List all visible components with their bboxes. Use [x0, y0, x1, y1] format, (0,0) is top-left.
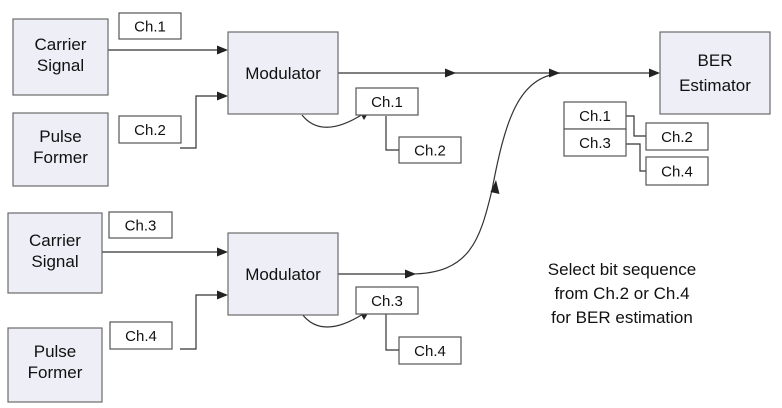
- note-line3: for BER estimation: [551, 308, 693, 327]
- arrow-into-modulator-bottom-b: [217, 290, 228, 300]
- ch2-tag-ber: Ch.2: [645, 122, 709, 151]
- wire-pulse-bottom-to-modulator-bottom: [180, 294, 218, 350]
- ch1-tag-top-left: Ch.1: [118, 12, 182, 40]
- wires: [102, 49, 652, 351]
- ch4-tag-ber: Ch.4: [645, 156, 709, 186]
- ch1-tag-ber: Ch.1: [563, 101, 627, 130]
- carrier-signal-bottom-line1: Carrier: [29, 231, 81, 250]
- arrow-into-modulator-bottom-a: [217, 247, 228, 257]
- note-line2: from Ch.2 or Ch.4: [554, 284, 689, 303]
- ch3-tag-bottom-output: Ch.3: [355, 286, 419, 315]
- wire-ber-ch1-to-ch2: [626, 115, 646, 137]
- ch4-label: Ch.4: [661, 164, 693, 181]
- ch1-label: Ch.1: [371, 94, 403, 111]
- ch2-label: Ch.2: [134, 122, 166, 139]
- carrier-signal-bottom-line2: Signal: [31, 252, 78, 271]
- ch3-label: Ch.3: [125, 218, 157, 235]
- ch2-label: Ch.2: [661, 129, 693, 146]
- ber-estimator-line1: BER: [698, 51, 733, 70]
- carrier-signal-bottom-block: Carrier Signal: [7, 212, 103, 294]
- pulse-former-bottom-line2: Former: [28, 363, 83, 382]
- modulator-top-label: Modulator: [245, 64, 321, 83]
- ch4-tag-bottom-left: Ch.4: [109, 321, 173, 350]
- ch1-label: Ch.1: [579, 108, 611, 125]
- pulse-former-top-line1: Pulse: [39, 127, 82, 146]
- modulator-top-block: Modulator: [227, 31, 339, 115]
- ch3-label: Ch.3: [579, 135, 611, 152]
- pulse-former-top-line2: Former: [33, 148, 88, 167]
- ch1-tag-top-output: Ch.1: [355, 87, 419, 116]
- ch1-label: Ch.1: [134, 19, 166, 36]
- ber-estimator-block: BER Estimator: [659, 31, 771, 115]
- pulse-former-bottom-block: Pulse Former: [7, 327, 103, 403]
- arrow-up-curve: [490, 180, 500, 194]
- wire-ch1-top-to-ch2-top: [385, 116, 400, 151]
- carrier-signal-top-line2: Signal: [37, 56, 84, 75]
- wire-bottom-mod-curve-to-ch3: [301, 313, 364, 328]
- wire-ber-ch3-to-ch4: [626, 143, 646, 172]
- pulse-former-top-block: Pulse Former: [12, 112, 109, 187]
- wire-ch3-bottom-to-ch4-bottom: [385, 314, 400, 351]
- ch2-tag-top-left: Ch.2: [118, 115, 182, 144]
- ch2-label: Ch.2: [414, 143, 446, 160]
- wire-pulse-top-to-modulator-top: [180, 95, 218, 149]
- ch4-label: Ch.4: [414, 343, 446, 360]
- ch3-tag-ber: Ch.3: [563, 128, 627, 157]
- ch2-tag-top-output: Ch.2: [398, 136, 462, 164]
- arrow-mid-bottom-line: [405, 269, 416, 279]
- arrow-into-modulator-top-b: [217, 91, 228, 101]
- note-line1: Select bit sequence: [548, 260, 696, 279]
- ch3-tag-bottom-left: Ch.3: [108, 211, 173, 239]
- arrow-mid-top-line: [445, 68, 456, 78]
- arrow-into-modulator-top-a: [217, 45, 228, 55]
- carrier-signal-top-block: Carrier Signal: [12, 18, 109, 96]
- arrow-merge-point: [549, 68, 560, 78]
- ber-estimator-line2: Estimator: [679, 76, 751, 95]
- pulse-former-bottom-line1: Pulse: [34, 342, 77, 361]
- modulator-bottom-block: Modulator: [227, 232, 339, 316]
- modulator-bottom-label: Modulator: [245, 265, 321, 284]
- wire-top-mod-curve-to-ch1: [301, 113, 364, 128]
- ch3-label: Ch.3: [371, 293, 403, 310]
- ch4-label: Ch.4: [125, 328, 157, 345]
- ch4-tag-bottom-output: Ch.4: [398, 336, 462, 365]
- selection-note: Select bit sequence from Ch.2 or Ch.4 fo…: [548, 260, 696, 327]
- arrow-into-ber-estimator: [649, 68, 660, 78]
- carrier-signal-top-line1: Carrier: [35, 35, 87, 54]
